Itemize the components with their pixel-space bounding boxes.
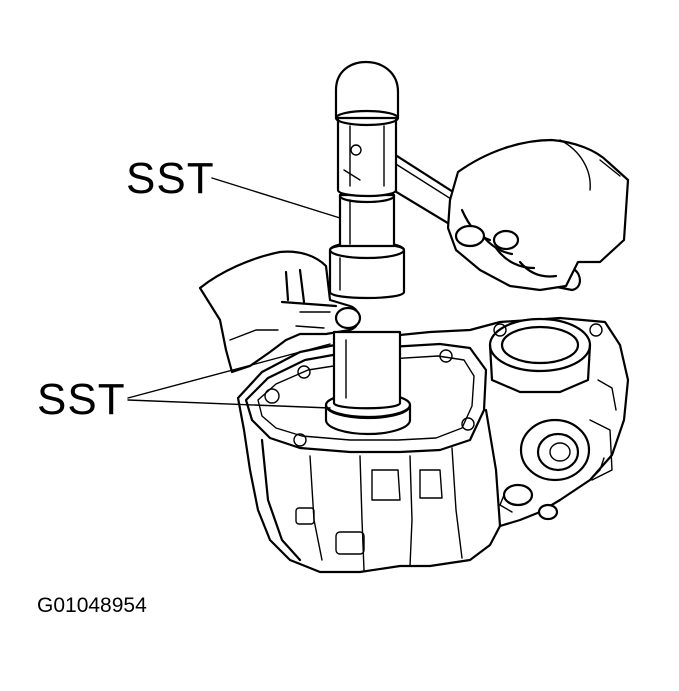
sst-label-lower: SST bbox=[37, 375, 126, 424]
transaxle-housing bbox=[236, 316, 630, 574]
leader-line-upper bbox=[211, 177, 341, 219]
leader-lines bbox=[127, 177, 341, 409]
sst-driver-tool bbox=[324, 188, 412, 436]
sst-label-upper: SST bbox=[126, 154, 215, 203]
figure-id: G01048954 bbox=[37, 594, 147, 617]
left-hand bbox=[198, 250, 362, 374]
leader-line-lower-2 bbox=[127, 399, 331, 409]
right-hand bbox=[446, 138, 630, 292]
leader-line-lower-1 bbox=[127, 343, 331, 399]
